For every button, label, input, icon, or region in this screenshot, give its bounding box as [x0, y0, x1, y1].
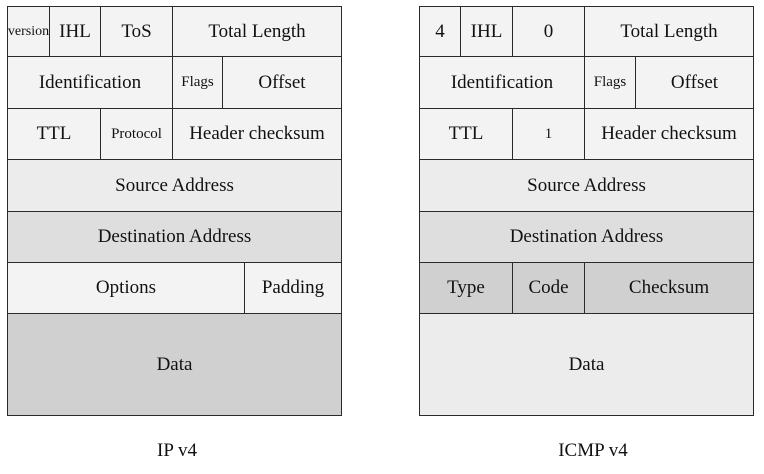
- icmpv4-destination-address-field: Destination Address: [419, 211, 754, 263]
- icmpv4-tos-field: 0: [512, 6, 585, 57]
- ipv4-tos-field: ToS: [100, 6, 173, 57]
- icmpv4-total-length-field: Total Length: [584, 6, 754, 57]
- icmpv4-header-checksum-field: Header checksum: [584, 108, 754, 160]
- ipv4-total-length-field: Total Length: [172, 6, 342, 57]
- ipv4-caption: IP v4: [157, 440, 197, 461]
- ipv4-options-field: Options: [7, 262, 245, 314]
- ipv4-header-checksum-field: Header checksum: [172, 108, 342, 160]
- ipv4-version-field: version: [7, 6, 50, 57]
- icmpv4-ttl-field: TTL: [419, 108, 513, 160]
- icmpv4-code-field: Code: [512, 262, 585, 314]
- icmpv4-type-field: Type: [419, 262, 513, 314]
- icmpv4-offset-field: Offset: [635, 56, 754, 109]
- icmpv4-source-address-field: Source Address: [419, 159, 754, 212]
- icmpv4-data-field: Data: [419, 313, 754, 416]
- icmpv4-identification-field: Identification: [419, 56, 585, 109]
- ipv4-ttl-field: TTL: [7, 108, 101, 160]
- ipv4-identification-field: Identification: [7, 56, 173, 109]
- ipv4-offset-field: Offset: [222, 56, 342, 109]
- icmpv4-ihl-field: IHL: [460, 6, 513, 57]
- ipv4-source-address-field: Source Address: [7, 159, 342, 212]
- ipv4-flags-field: Flags: [172, 56, 223, 109]
- ipv4-ihl-field: IHL: [49, 6, 101, 57]
- icmpv4-caption: ICMP v4: [558, 440, 628, 461]
- icmpv4-version-field: 4: [419, 6, 461, 57]
- icmpv4-checksum-field: Checksum: [584, 262, 754, 314]
- ipv4-protocol-field: Protocol: [100, 108, 173, 160]
- icmpv4-protocol-field: 1: [512, 108, 585, 160]
- ipv4-padding-field: Padding: [244, 262, 342, 314]
- icmpv4-flags-field: Flags: [584, 56, 636, 109]
- ipv4-data-field: Data: [7, 313, 342, 416]
- ipv4-destination-address-field: Destination Address: [7, 211, 342, 263]
